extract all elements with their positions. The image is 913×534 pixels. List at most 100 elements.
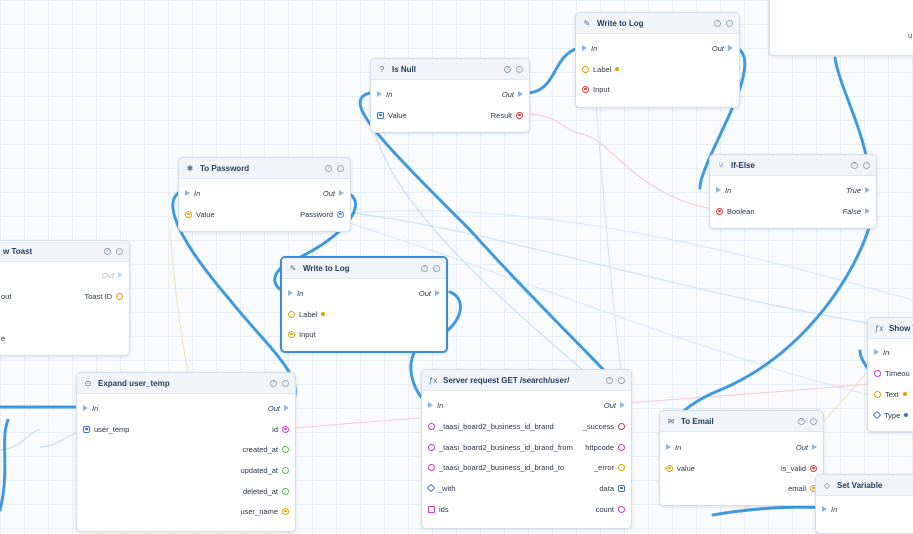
comment-icon[interactable]: · [810, 417, 817, 425]
exec-out-pin[interactable] [728, 45, 733, 51]
exec-out-pin[interactable] [518, 91, 523, 97]
is-valid-label: is_valid [780, 463, 806, 473]
input-pin[interactable] [582, 85, 589, 93]
value-pin[interactable] [377, 111, 384, 119]
exec-in-pin[interactable] [666, 444, 671, 450]
to-email-node[interactable]: ✉ To Email ? · In Out value is_valid ema… [659, 410, 824, 506]
label-pin[interactable] [288, 310, 295, 318]
input-label-2: _taasi_board2_business_id_brand_to [439, 462, 565, 472]
exec-in-pin[interactable] [428, 402, 433, 408]
created-at-pin[interactable] [282, 445, 289, 453]
server-request-node[interactable]: ƒx Server request GET /search/user/ ? · … [421, 369, 632, 529]
in-label: In [831, 504, 838, 514]
comment-icon[interactable]: · [282, 379, 289, 387]
exec-in-pin[interactable] [377, 91, 382, 97]
expand-icon: ⊙ [84, 378, 92, 388]
exec-in-pin[interactable] [874, 349, 879, 355]
user-temp-pin[interactable] [83, 425, 90, 433]
type-pin[interactable] [872, 410, 882, 420]
updated-at-pin[interactable] [282, 466, 289, 474]
input-pin-2[interactable] [428, 463, 435, 471]
output-pin-3[interactable] [618, 484, 625, 492]
show-toast-node[interactable]: w Toast ? · Out out Toast ID e [0, 240, 130, 356]
is-valid-pin[interactable] [810, 464, 817, 472]
comment-icon[interactable]: · [618, 376, 625, 384]
help-icon[interactable]: ? [714, 19, 721, 27]
input-pin-3[interactable] [426, 483, 436, 493]
comment-icon[interactable]: · [726, 19, 733, 27]
comment-icon[interactable]: · [337, 164, 344, 172]
show-partial-node[interactable]: ƒx Show T In Timeou Text Type [867, 317, 913, 432]
set-variable-node[interactable]: ◇ Set Variable In [815, 474, 913, 534]
value-label: Value [196, 209, 215, 219]
help-icon[interactable]: ? [104, 247, 111, 255]
in-label: In [194, 188, 201, 198]
value-pin[interactable] [666, 464, 673, 472]
comment-icon[interactable]: · [433, 264, 440, 272]
output-label-3: data [599, 483, 614, 493]
exec-out-pin[interactable] [339, 190, 344, 196]
to-password-node[interactable]: ✱ To Password ? · In Out Value Password [178, 157, 351, 232]
partial-node-top-right[interactable]: u [769, 0, 913, 56]
input-label-1: _taasi_board2_business_id_brand_from [439, 442, 573, 452]
output-pin-1[interactable] [618, 443, 625, 451]
output-pin-4[interactable] [618, 505, 625, 513]
out-label: Out [603, 400, 616, 410]
id-pin[interactable] [282, 425, 289, 433]
help-icon[interactable]: ? [851, 161, 858, 169]
password-pin[interactable] [337, 210, 344, 218]
exec-in-pin[interactable] [582, 45, 587, 51]
help-icon[interactable]: ? [798, 417, 805, 425]
help-icon[interactable]: ? [421, 264, 428, 272]
input-pin-0[interactable] [428, 422, 435, 430]
help-icon[interactable]: ? [325, 164, 332, 172]
output-pin-2[interactable] [618, 463, 625, 471]
comment-icon[interactable]: · [116, 247, 123, 255]
is-null-node[interactable]: ? Is Null ? · In Out Value Result [370, 58, 530, 133]
exec-in-pin[interactable] [83, 405, 88, 411]
text-pin[interactable] [874, 390, 881, 398]
exec-out-pin[interactable] [620, 402, 625, 408]
value-pin[interactable] [185, 210, 192, 218]
exec-out-pin[interactable] [812, 444, 817, 450]
exec-in-pin[interactable] [822, 506, 827, 512]
node-title: Show T [889, 323, 913, 333]
output-pin-0[interactable] [618, 422, 625, 430]
email-label: email [788, 483, 806, 493]
out-label: Out [322, 188, 335, 198]
exec-true-pin[interactable] [865, 187, 870, 193]
exec-out-pin[interactable] [118, 272, 123, 278]
comment-icon[interactable]: · [516, 65, 523, 73]
in-label: In [92, 403, 99, 413]
node-title: To Email [681, 416, 714, 426]
exec-in-pin[interactable] [185, 190, 190, 196]
deleted-at-pin[interactable] [282, 487, 289, 495]
user-name-pin[interactable] [282, 507, 289, 515]
toast-id-pin[interactable] [116, 292, 123, 300]
write-to-log-node-selected[interactable]: ✎ Write to Log ? · In Out Label Input [280, 256, 448, 353]
input-pin-4[interactable] [428, 505, 435, 513]
exec-false-pin[interactable] [865, 208, 870, 214]
timeout-pin[interactable] [874, 369, 881, 377]
write-to-log-node-top[interactable]: ✎ Write to Log ? · In Out Label Input [575, 12, 740, 108]
if-else-node[interactable]: ⑂ If-Else ? · In True Boolean False [709, 154, 877, 229]
help-icon[interactable]: ? [504, 65, 511, 73]
expand-user-temp-node[interactable]: ⊙ Expand user_temp ? · In Out user_temp … [76, 372, 296, 532]
help-icon[interactable]: ? [270, 379, 277, 387]
user-temp-label: user_temp [94, 424, 130, 434]
comment-icon[interactable]: · [863, 161, 870, 169]
output-label-4: count [595, 504, 614, 514]
boolean-pin[interactable] [716, 207, 723, 215]
result-pin[interactable] [516, 111, 523, 119]
input-pin[interactable] [288, 330, 295, 338]
key-icon: ✱ [186, 163, 194, 173]
label-pin[interactable] [582, 65, 589, 73]
input-pin-1[interactable] [428, 443, 435, 451]
value-dot [904, 413, 909, 417]
variable-icon: ◇ [823, 480, 831, 490]
exec-in-pin[interactable] [288, 290, 293, 296]
exec-out-pin[interactable] [284, 405, 289, 411]
exec-out-pin[interactable] [435, 290, 440, 296]
exec-in-pin[interactable] [716, 187, 721, 193]
help-icon[interactable]: ? [606, 376, 613, 384]
